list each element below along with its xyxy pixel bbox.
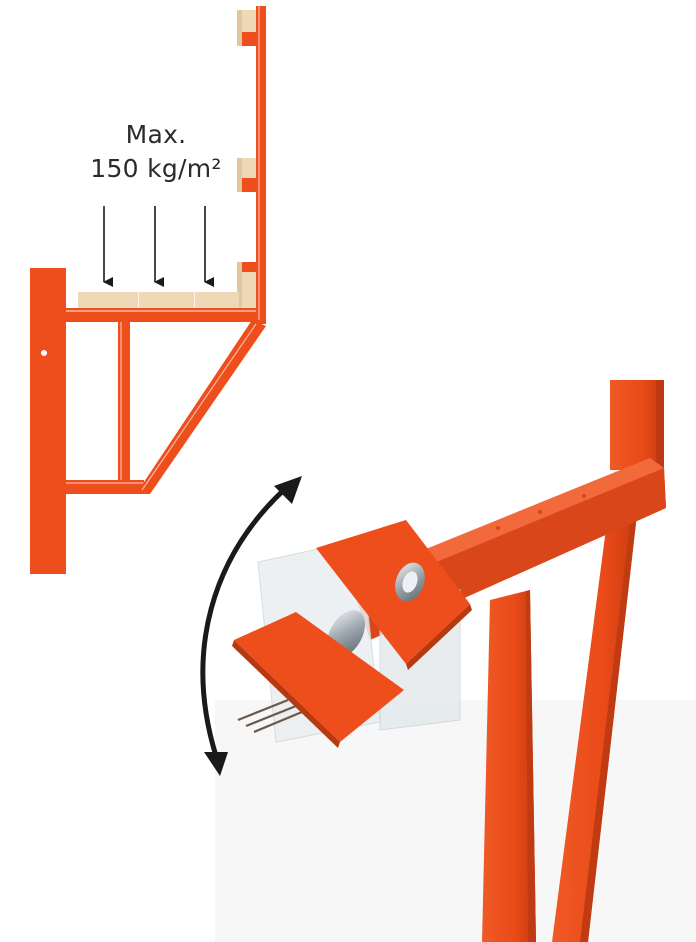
render-leg-diagonal [552, 488, 640, 942]
load-label-capacity: 150 kg/m² [90, 154, 222, 183]
hinge-plate-lower [234, 612, 404, 742]
vertical-strut [118, 322, 130, 490]
arrow-down-icon [103, 206, 214, 287]
load-label-max: Max. [125, 120, 187, 149]
side-view-diagram [30, 6, 266, 574]
cotter-pin [237, 698, 303, 734]
deck-planks [78, 292, 239, 308]
render-leg-main [482, 590, 536, 942]
curved-double-arrow-icon [200, 476, 302, 776]
hinge-plate-upper [316, 520, 470, 664]
bottom-beam [66, 480, 144, 494]
diagonal-brace [136, 320, 266, 494]
wall-post [30, 268, 66, 574]
top-beam [66, 308, 262, 322]
render-post-top [610, 380, 664, 470]
hinge-render [200, 380, 696, 942]
guardrail-post [256, 6, 266, 324]
post-hole [41, 350, 47, 356]
guardrail-boards [237, 10, 256, 308]
